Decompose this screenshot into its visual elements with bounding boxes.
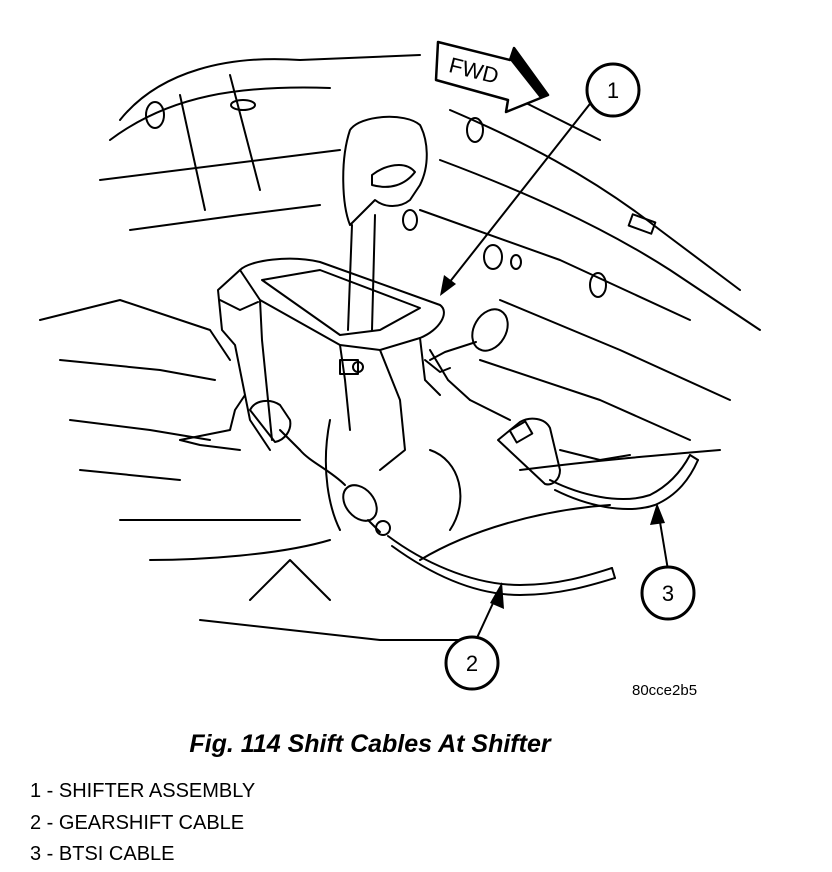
callout-leaders bbox=[444, 99, 669, 641]
btsi-cable bbox=[429, 308, 699, 511]
legend-list: 1 - SHIFTER ASSEMBLY 2 - GEARSHIFT CABLE… bbox=[30, 776, 255, 871]
callout-2-number: 2 bbox=[466, 651, 478, 676]
callout-3-number: 3 bbox=[662, 581, 674, 606]
legend-item-3: 3 - BTSI CABLE bbox=[30, 843, 175, 865]
legend-item-1: 1 - SHIFTER ASSEMBLY bbox=[30, 780, 256, 802]
fwd-arrow: FWD bbox=[434, 40, 550, 114]
shifter-diagram: FWD 1 2 3 80cce2b5 bbox=[39, 40, 761, 699]
shifter-assembly bbox=[179, 115, 471, 471]
callout-2-arrowhead bbox=[490, 582, 504, 609]
floor-holes bbox=[145, 99, 657, 298]
legend-item-2: 2 - GEARSHIFT CABLE bbox=[30, 811, 245, 834]
callout-3: 3 bbox=[640, 565, 696, 621]
floor-pan-outline bbox=[39, 54, 761, 641]
callout-2: 2 bbox=[444, 635, 500, 691]
image-code: 80cce2b5 bbox=[632, 682, 697, 699]
callout-1-arrowhead bbox=[440, 275, 456, 296]
gearshift-cable bbox=[249, 399, 616, 596]
callout-3-arrowhead bbox=[650, 503, 665, 525]
callout-1: 1 bbox=[585, 62, 641, 118]
figure-caption: Fig. 114 Shift Cables At Shifter bbox=[189, 730, 551, 758]
callout-1-number: 1 bbox=[607, 78, 619, 103]
